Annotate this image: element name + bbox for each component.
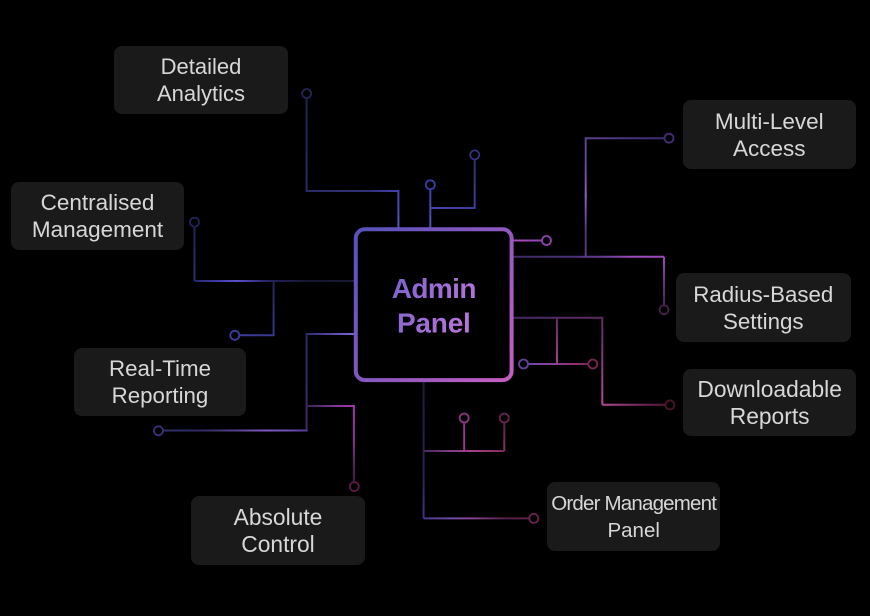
svg-text:Panel: Panel <box>397 307 471 338</box>
svg-text:Admin: Admin <box>392 273 476 304</box>
